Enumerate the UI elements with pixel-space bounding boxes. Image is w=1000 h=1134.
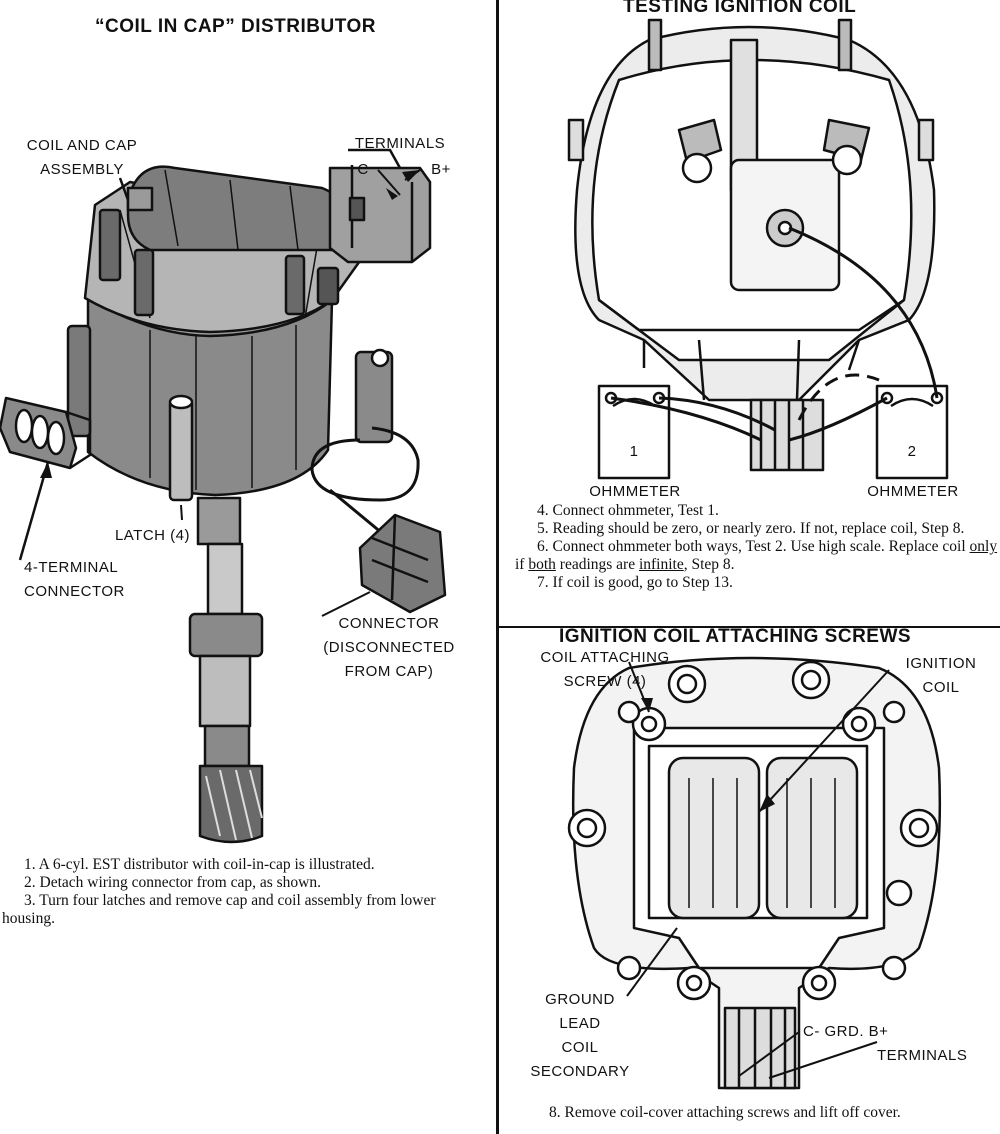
step-6: 6. Connect ohmmeter both ways, Test 2. U… <box>515 538 998 573</box>
left-panel: “COIL IN CAP” DISTRIBUTOR <box>0 0 496 1134</box>
coil-attaching-screw-label: COIL ATTACHING SCREW (4) <box>540 649 670 690</box>
coil-test-illustration <box>567 18 949 480</box>
step-3: 3. Turn four latches and remove cap and … <box>2 892 436 927</box>
ignition-coil-label: IGNITION COIL <box>905 655 977 696</box>
testing-steps: 4. Connect ohmmeter, Test 1. 5. Reading … <box>515 502 1000 592</box>
ohmmeter-1-label: OHMMETER <box>589 483 681 500</box>
ground-lead-coil-secondary-label: GROUND LEAD COIL SECONDARY <box>530 991 630 1080</box>
step-8: 8. Remove coil-cover attaching screws an… <box>549 1104 901 1121</box>
attaching-screws-panel: IGNITION COIL ATTACHING SCREWS <box>499 628 1000 1134</box>
step-1: 1. A 6-cyl. EST distributor with coil-in… <box>24 856 375 873</box>
attaching-screws-title: IGNITION COIL ATTACHING SCREWS <box>559 628 912 647</box>
terminals-label-bottom: TERMINALS <box>877 1047 968 1064</box>
terminal-c-label: C <box>357 161 369 178</box>
c-grd-bplus-label: C- GRD. B+ <box>803 1023 889 1040</box>
latch-label: LATCH (4) <box>114 527 190 544</box>
testing-panel: TESTING IGNITION COIL <box>499 0 1000 626</box>
step-5: 5. Reading should be zero, or nearly zer… <box>537 520 965 537</box>
ohmmeter-2-label: OHMMETER <box>867 483 959 500</box>
four-terminal-connector-label: 4-TERMINAL CONNECTOR <box>24 559 125 600</box>
meter-2-number: 2 <box>907 443 917 460</box>
testing-title: TESTING IGNITION COIL <box>623 0 857 17</box>
terminals-label: TERMINALS <box>354 135 446 152</box>
step-2: 2. Detach wiring connector from cap, as … <box>24 874 321 891</box>
step-7: 7. If coil is good, go to Step 13. <box>537 574 733 591</box>
distributor-illustration <box>0 148 447 844</box>
left-steps: 1. A 6-cyl. EST distributor with coil-in… <box>2 856 492 928</box>
step-4: 4. Connect ohmmeter, Test 1. <box>537 502 719 519</box>
coil-screws-illustration <box>567 656 942 1090</box>
meter-1-number: 1 <box>629 443 639 460</box>
coil-and-cap-label: COIL AND CAP ASSEMBLY <box>26 137 138 178</box>
left-title: “COIL IN CAP” DISTRIBUTOR <box>95 16 376 37</box>
horizontal-divider <box>498 626 1000 628</box>
terminal-bplus-label: B+ <box>431 161 451 178</box>
connector-disconnected-label: CONNECTOR (DISCONNECTED FROM CAP) <box>323 615 455 680</box>
vertical-divider <box>496 0 499 1134</box>
